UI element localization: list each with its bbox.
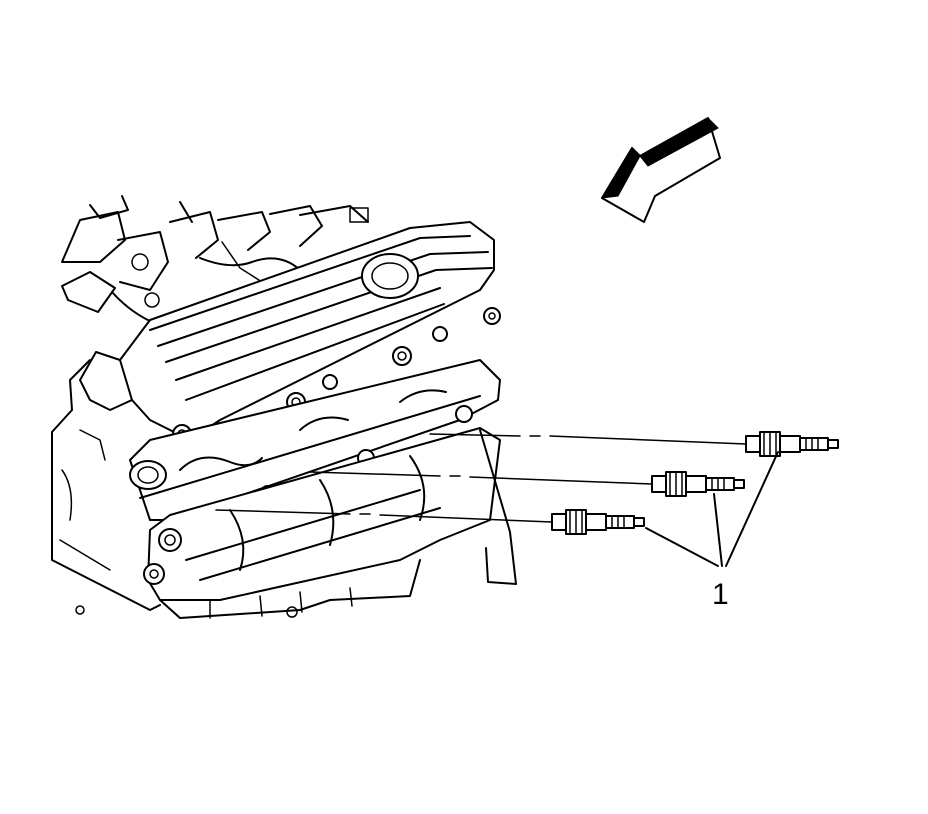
- engine-block: [51, 359, 161, 615]
- direction-arrow-icon: [601, 117, 721, 223]
- callout-label-1: 1: [712, 578, 729, 611]
- exhaust-manifold: [143, 427, 517, 619]
- installation-leader-lines: [215, 433, 747, 523]
- valve-cover: [79, 221, 495, 441]
- spark-plug-middle: [651, 471, 745, 497]
- spark-plug-top: [745, 431, 839, 457]
- spark-plug-bottom: [551, 509, 645, 535]
- callout-leader-lines: [645, 451, 779, 567]
- cylinder-head: [129, 359, 501, 521]
- intake-manifold-area: [61, 195, 369, 323]
